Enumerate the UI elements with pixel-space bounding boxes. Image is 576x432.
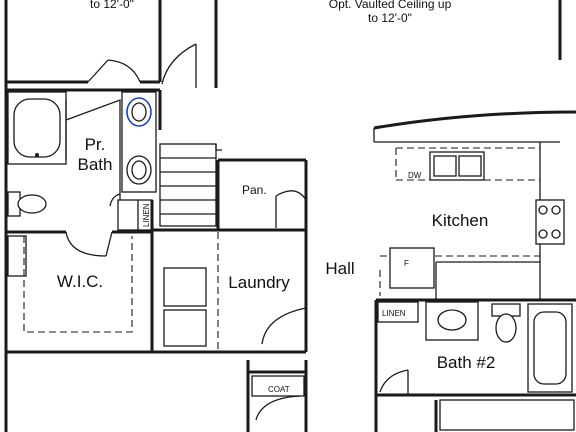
bath2-sink	[437, 309, 467, 331]
bath2-walls	[374, 298, 576, 432]
dishwasher-label: DW	[408, 171, 422, 180]
bath2-toilet-bowl	[495, 313, 517, 343]
linen-closet	[117, 199, 153, 231]
dryer	[163, 309, 207, 347]
pantry-label: Pan.	[242, 183, 267, 197]
note-left: to 12'-0"	[90, 0, 134, 11]
bath2-linen-label: LINEN	[382, 309, 406, 318]
bathtub-basin	[13, 98, 61, 158]
sink-bowl-left	[433, 155, 457, 177]
sink-basin-1	[131, 102, 147, 122]
wic-label: W.I.C.	[57, 272, 103, 291]
wic-shelving	[23, 236, 133, 333]
bath2-linen	[377, 301, 419, 323]
bathtub-drain	[35, 153, 39, 157]
coat-label: COAT	[268, 385, 290, 394]
stairs	[159, 143, 222, 227]
exterior-walls	[4, 0, 308, 432]
refrigerator	[389, 247, 435, 289]
kitchen-fixtures	[389, 151, 565, 289]
sink-basin-2	[131, 160, 147, 180]
fridge-label: F	[404, 259, 409, 268]
pr-bath-fixtures	[7, 91, 157, 277]
laundry-fixtures	[163, 232, 219, 350]
coat-closet	[251, 375, 305, 397]
laundry-label: Laundry	[228, 273, 290, 292]
note-right-line2: to 12'-0"	[368, 11, 412, 25]
sink-highlighted	[126, 97, 152, 127]
wic-shelf	[7, 235, 27, 277]
sink-bowl-right	[458, 155, 482, 177]
bath2-label: Bath #2	[437, 353, 496, 372]
bath2-fixtures	[377, 301, 575, 431]
note-right-line1: Opt. Vaulted Ceiling up	[329, 0, 452, 11]
lower-counter	[439, 399, 575, 431]
washer	[163, 267, 207, 307]
hall-label: Hall	[325, 259, 354, 278]
doors	[65, 43, 409, 421]
kitchen-label: Kitchen	[432, 211, 489, 230]
pr-bath-label-line2: Bath	[78, 155, 113, 174]
linen-vertical-label: LINEN	[142, 203, 151, 227]
bath2-tub-basin	[533, 311, 567, 385]
pr-bath-label-line1: Pr.	[85, 135, 106, 154]
toilet-bowl	[17, 194, 47, 214]
